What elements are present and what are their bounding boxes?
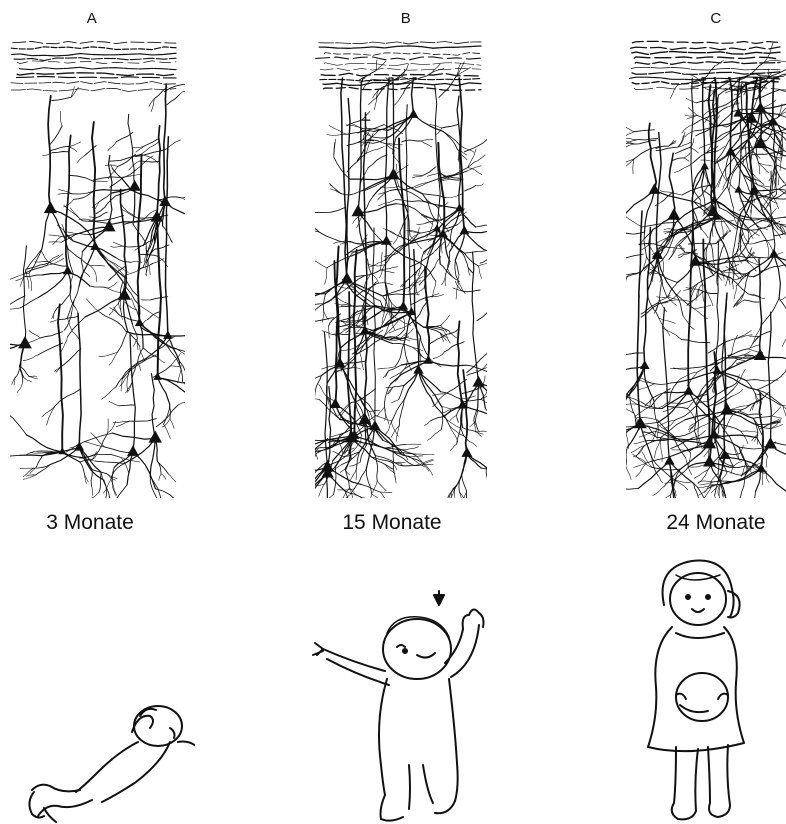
neuron-drawing-24-months xyxy=(626,38,786,498)
child-with-ball-illustration xyxy=(636,555,771,824)
panel-b: B 15 Monate xyxy=(300,0,500,824)
panel-a: A 3 Monate xyxy=(0,0,200,824)
panel-letter-a: A xyxy=(0,10,192,27)
age-label-24-months: 24 Monate xyxy=(616,511,786,535)
neuron-drawing-3-months xyxy=(10,38,185,498)
age-label-3-months: 3 Monate xyxy=(0,511,190,535)
panel-letter-b: B xyxy=(306,10,506,27)
infant-illustration xyxy=(20,680,195,824)
toddler-illustration xyxy=(305,585,495,824)
panel-c: C 24 Monate xyxy=(586,0,786,824)
panel-letter-c: C xyxy=(616,10,786,27)
neuron-drawing-15-months xyxy=(315,38,487,498)
age-label-15-months: 15 Monate xyxy=(292,511,492,535)
